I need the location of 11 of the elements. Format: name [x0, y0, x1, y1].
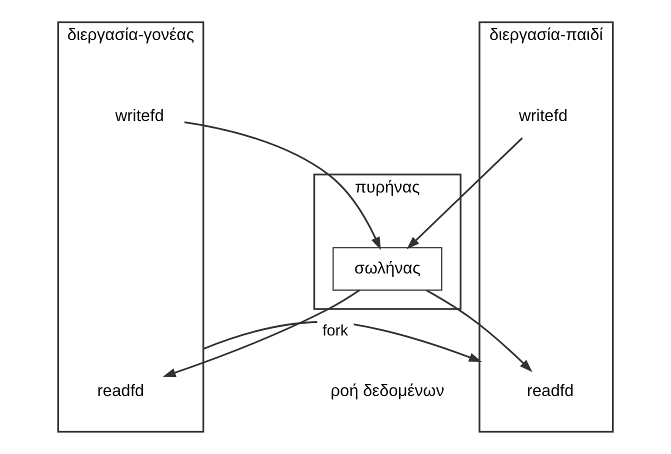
node-text: readfd: [526, 381, 574, 400]
label: ροή δεδομένων: [330, 381, 444, 400]
node-text: readfd: [97, 381, 144, 400]
node-text: writefd: [115, 106, 164, 126]
node-box: σωλήνας: [332, 247, 442, 291]
node-text: writefd: [518, 106, 568, 126]
arrow: [406, 137, 523, 250]
arrow: [426, 290, 532, 372]
arrow: [162, 289, 360, 377]
arrow: [184, 121, 381, 250]
edge-label: fork: [322, 322, 348, 340]
